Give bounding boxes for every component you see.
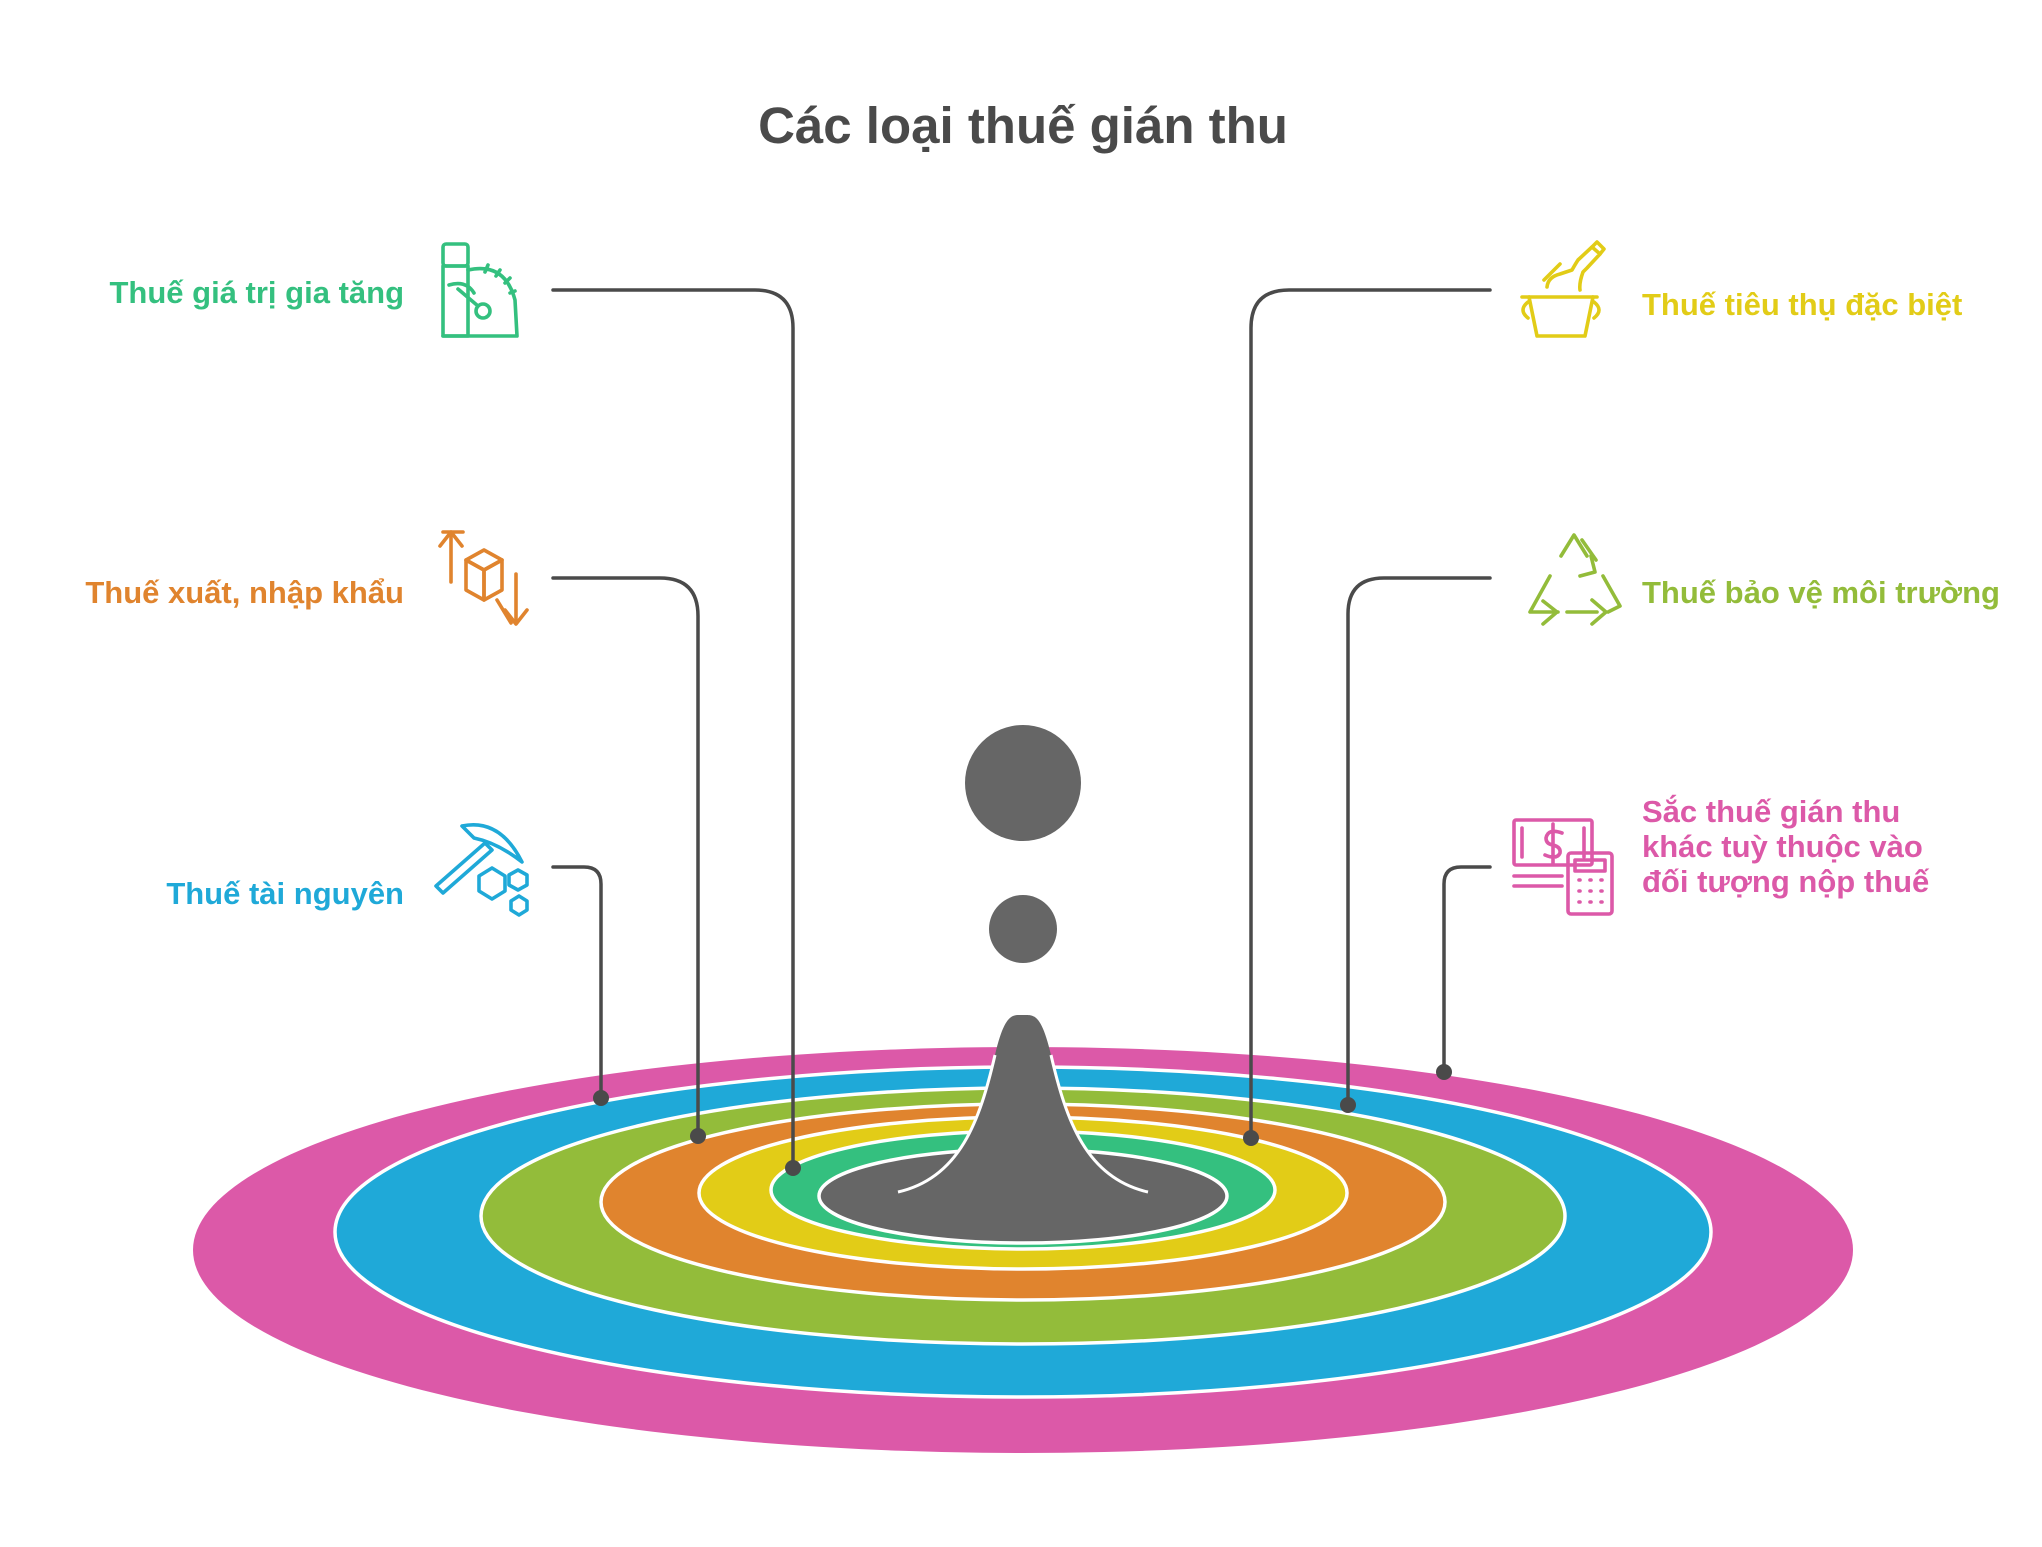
splash-spike: [898, 1014, 1148, 1197]
splash-edge-right: [1049, 1054, 1149, 1194]
connector-environment: [1346, 576, 1492, 1107]
connector-dot-other: [1436, 1064, 1452, 1080]
connector-resource: [551, 865, 603, 1100]
box-arrows-icon: [438, 530, 529, 626]
labels: Thuế giá trị gia tăng Thuế xuất, nhập kh…: [85, 275, 2000, 911]
connector-import-export: [551, 576, 700, 1138]
droplet-splash: [897, 725, 1149, 1197]
label-vat: Thuế giá trị gia tăng: [109, 275, 404, 310]
money-calculator-icon: [1512, 818, 1614, 916]
connector-vat: [551, 288, 795, 1170]
label-other-line-3: đối tượng nộp thuế: [1642, 864, 1930, 899]
connector-dot-special-consumption: [1243, 1130, 1259, 1146]
label-resource: Thuế tài nguyên: [166, 876, 404, 911]
connectors: [551, 288, 1492, 1176]
drop-small: [989, 895, 1057, 963]
label-special-consumption: Thuế tiêu thụ đặc biệt: [1642, 287, 1962, 322]
page-title: Các loại thuế gián thu: [758, 97, 1288, 154]
connector-dot-import-export: [690, 1128, 706, 1144]
cash-register-icon: [441, 242, 519, 338]
recycle-icon: [1528, 533, 1622, 626]
label-environment: Thuế bảo vệ môi trường: [1642, 575, 2000, 610]
ice-bucket-bottle-icon: [1520, 240, 1606, 338]
label-import-export: Thuế xuất, nhập khẩu: [85, 575, 404, 610]
splash-edge-left: [897, 1054, 997, 1194]
drop-large: [965, 725, 1081, 841]
connector-special-consumption: [1249, 288, 1492, 1140]
pickaxe-icon: [434, 823, 529, 917]
connector-dot-environment: [1340, 1097, 1356, 1113]
connector-dot-resource: [593, 1090, 609, 1106]
label-other-line-2: khác tuỳ thuộc vào: [1642, 829, 1923, 864]
connector-other: [1442, 865, 1492, 1074]
connector-dot-vat: [785, 1160, 801, 1176]
label-other-line-1: Sắc thuế gián thu: [1642, 793, 1900, 829]
